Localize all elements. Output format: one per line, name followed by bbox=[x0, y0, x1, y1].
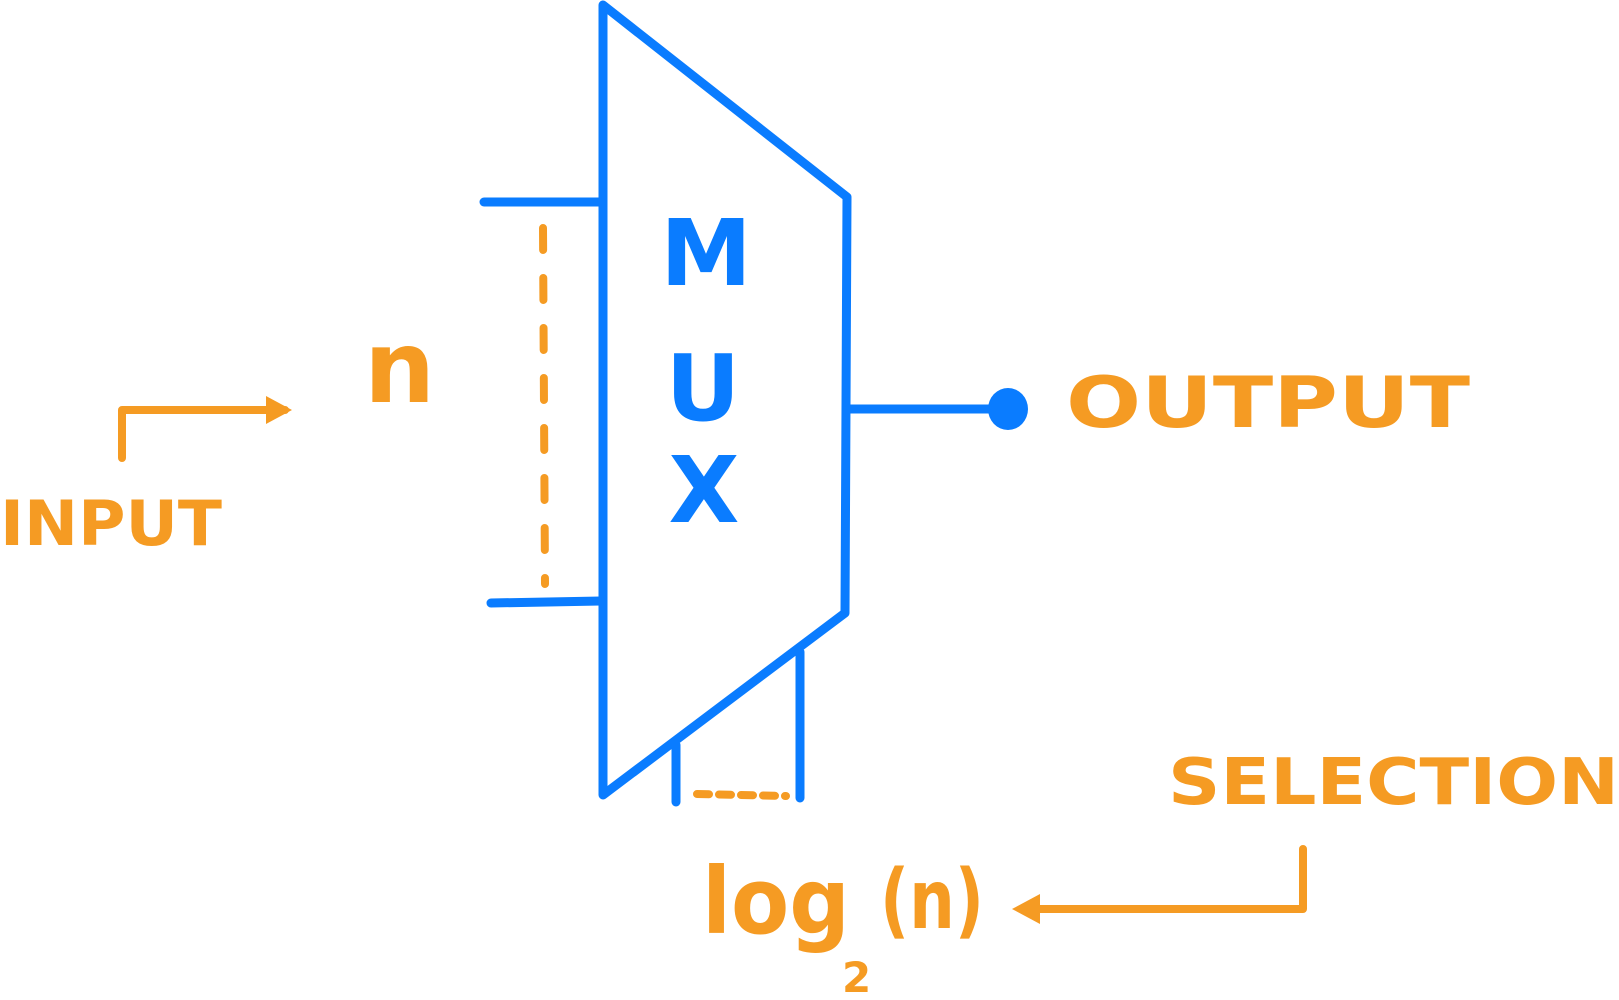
inputs-ellipsis-line bbox=[539, 224, 549, 588]
selection-width-base: 2 bbox=[842, 953, 871, 1000]
output-node bbox=[988, 388, 1028, 430]
mux-label: M U X bbox=[660, 200, 752, 544]
mux-label-u: U bbox=[666, 335, 741, 442]
annotations bbox=[118, 224, 1307, 913]
input-arrowhead bbox=[266, 396, 292, 424]
mux-body bbox=[598, 0, 852, 800]
selection-arrowhead bbox=[1012, 894, 1040, 924]
selection-pointer bbox=[1026, 845, 1307, 913]
selection-width-log: log bbox=[702, 848, 850, 955]
mux-block bbox=[479, 0, 1000, 807]
input-pointer bbox=[118, 406, 289, 462]
mux-label-m: M bbox=[660, 200, 752, 307]
select-ellipsis-line bbox=[693, 790, 790, 800]
selection-width-arg: (n) bbox=[880, 853, 984, 948]
input-line-bottom bbox=[486, 596, 606, 608]
annotation-text: n INPUT OUTPUT SELECTION log 2 (n) bbox=[0, 309, 1619, 1000]
output-caption: OUTPUT bbox=[1066, 362, 1470, 444]
selection-caption: SELECTION bbox=[1168, 746, 1619, 820]
input-caption: INPUT bbox=[0, 487, 222, 560]
mux-label-x: X bbox=[669, 437, 740, 544]
input-count-label: n bbox=[364, 309, 435, 426]
